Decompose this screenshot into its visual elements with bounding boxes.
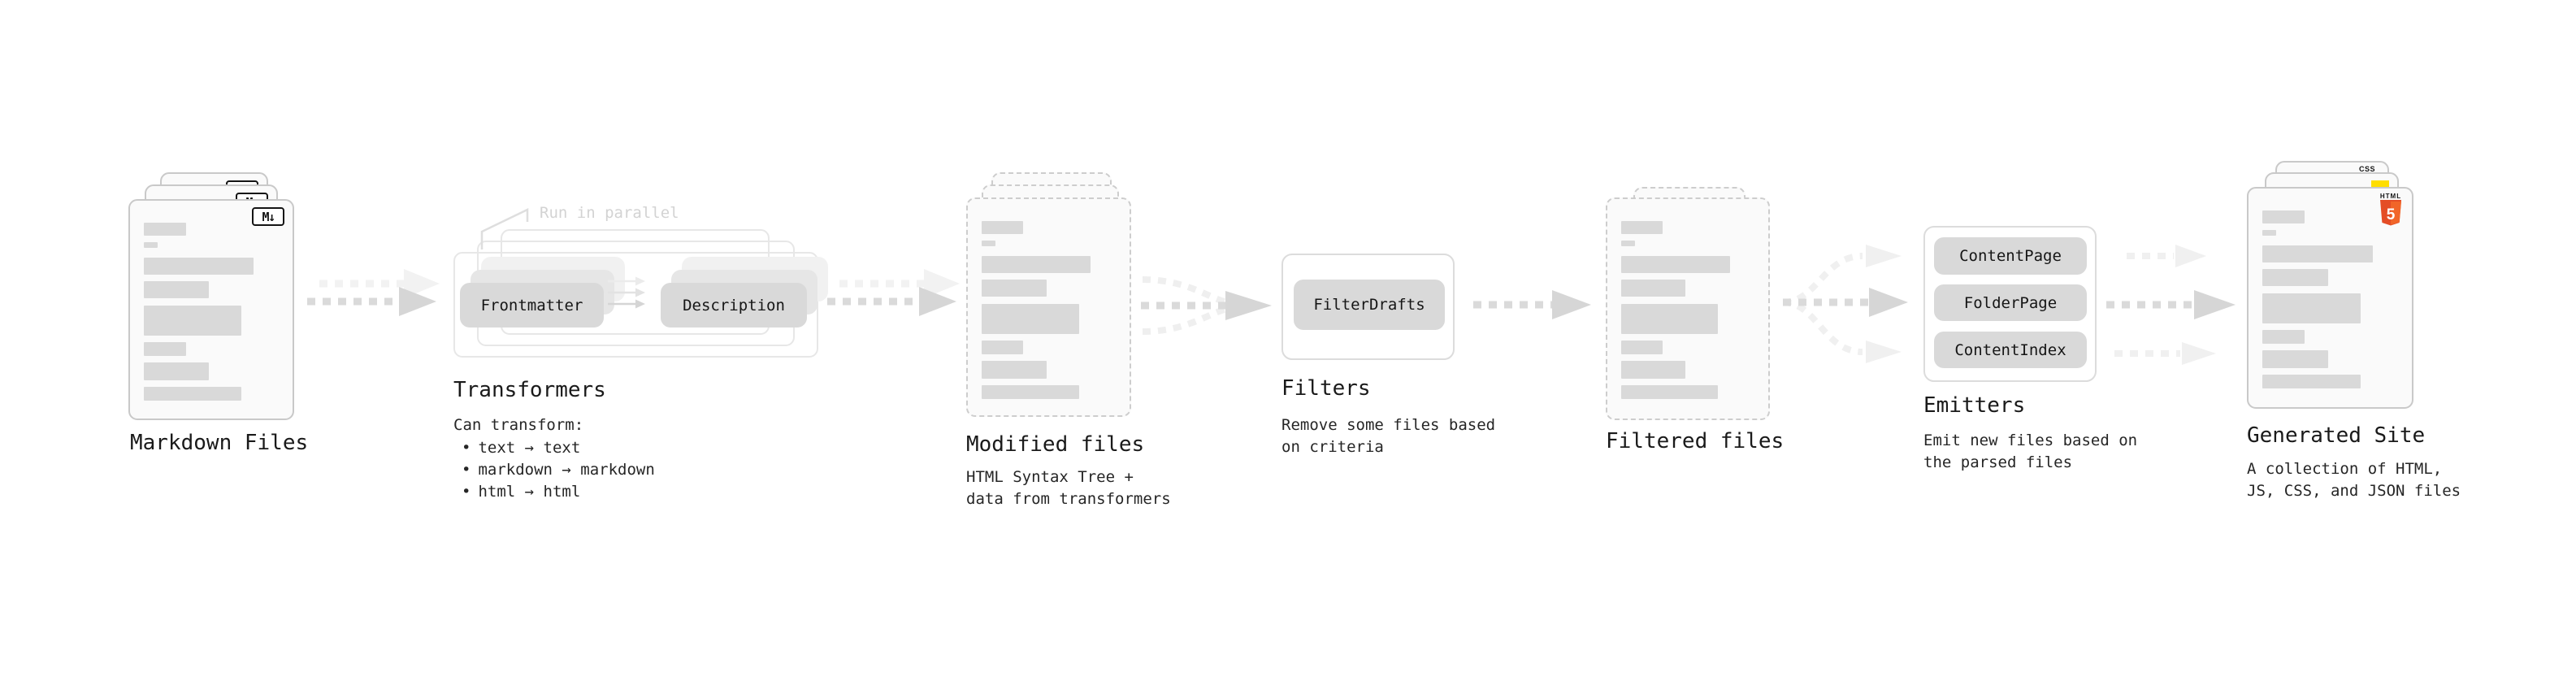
filters-subtitle: on criteria	[1281, 438, 1384, 456]
run-in-parallel-annotation: Run in parallel	[540, 204, 679, 222]
bullet-text: text → text	[478, 439, 581, 457]
transform-bullet-item: • html → html	[462, 481, 580, 503]
placeholder-bar	[2262, 330, 2305, 344]
markdown-icon: M↓	[252, 207, 284, 226]
bullet-text: html → html	[478, 483, 581, 501]
placeholder-bar	[1621, 340, 1663, 354]
placeholder-bar	[982, 340, 1024, 354]
placeholder-bar	[982, 304, 1079, 334]
generated-site-label: Generated Site	[2247, 423, 2426, 448]
placeholder-bar	[982, 385, 1079, 399]
flow-arrow-filters-to-filtered	[1473, 290, 1591, 319]
modified-file-card-front	[966, 197, 1131, 417]
placeholder-bar	[2262, 350, 2328, 368]
generated-site-subtitle: A collection of HTML,	[2247, 460, 2443, 478]
html5-number: 5	[2387, 206, 2396, 223]
filters-subtitle: Remove some files based	[1281, 416, 1496, 434]
file-content-placeholder	[2262, 210, 2399, 388]
markdown-file-card-front: M↓	[128, 199, 294, 420]
placeholder-bar	[2262, 293, 2361, 323]
emitters-title: Emitters	[1923, 393, 2026, 418]
placeholder-bar	[982, 221, 1024, 234]
css-icon-text: CSS	[2358, 165, 2375, 173]
flow-arrow-filtered-to-emitters	[1782, 245, 1908, 363]
filters-title: Filters	[1281, 376, 1371, 401]
placeholder-bar	[1621, 221, 1663, 234]
annotation-bracket	[480, 208, 529, 249]
flow-arrow-transformers-to-modified	[827, 269, 960, 316]
placeholder-bar	[982, 256, 1091, 273]
markdown-files-label: Markdown Files	[130, 431, 309, 455]
emitters-subtitle: the parsed files	[1923, 453, 2073, 471]
filterdrafts-node: FilterDrafts	[1294, 280, 1445, 330]
placeholder-bar	[144, 306, 242, 336]
placeholder-bar	[2262, 269, 2328, 286]
description-node: Description	[661, 283, 807, 327]
modified-files-label: Modified files	[966, 432, 1145, 457]
folderpage-node: FolderPage	[1934, 284, 2087, 321]
placeholder-bar	[982, 361, 1047, 379]
filtered-files-label: Filtered files	[1606, 429, 1785, 453]
placeholder-bar	[1621, 280, 1686, 297]
placeholder-bar	[1621, 304, 1718, 334]
placeholder-bar	[1621, 385, 1718, 399]
filtered-file-card-front	[1606, 197, 1770, 420]
placeholder-bar	[1621, 241, 1635, 246]
modified-files-subtitle: data from transformers	[966, 490, 1171, 508]
html5-icon-text: HTML	[2379, 193, 2402, 200]
placeholder-bar	[2262, 245, 2374, 262]
bullet-icon: •	[462, 483, 471, 501]
transformers-title: Transformers	[453, 378, 606, 402]
bullet-icon: •	[462, 461, 471, 479]
placeholder-bar	[144, 242, 158, 248]
placeholder-bar	[2262, 375, 2361, 388]
transformers-subtitle-heading: Can transform:	[453, 416, 584, 434]
bullet-text: markdown → markdown	[478, 461, 655, 479]
placeholder-bar	[1621, 256, 1730, 273]
file-content-placeholder	[982, 221, 1117, 399]
bullet-icon: •	[462, 439, 471, 457]
contentpage-node: ContentPage	[1934, 237, 2087, 275]
flow-arrow-markdown-to-transformers	[307, 269, 440, 316]
html5-shield-icon: 5	[2380, 200, 2401, 226]
placeholder-bar	[144, 342, 186, 356]
parallel-transform-arrows-icon	[608, 276, 645, 309]
file-content-placeholder	[1621, 221, 1755, 399]
transformer-group-outline-front	[453, 252, 818, 358]
markdown-icon-text: M↓	[262, 209, 275, 224]
placeholder-bar	[144, 387, 242, 401]
emitters-subtitle: Emit new files based on	[1923, 432, 2138, 449]
transform-bullet-item: • text → text	[462, 437, 580, 459]
frontmatter-node: Frontmatter	[460, 283, 604, 327]
placeholder-bar	[1621, 361, 1686, 379]
flow-arrow-modified-to-filters	[1141, 276, 1272, 335]
placeholder-bar	[2262, 230, 2276, 236]
placeholder-bar	[982, 241, 995, 246]
file-content-placeholder	[144, 223, 280, 401]
transform-bullet-item: • markdown → markdown	[462, 459, 655, 481]
placeholder-bar	[2262, 210, 2305, 223]
contentindex-node: ContentIndex	[1934, 332, 2087, 368]
generated-file-card-html: HTML 5	[2247, 187, 2413, 409]
modified-files-subtitle: HTML Syntax Tree +	[966, 468, 1134, 486]
html5-icon: HTML 5	[2379, 193, 2402, 227]
placeholder-bar	[144, 362, 210, 380]
flow-arrow-emitters-to-site	[2106, 245, 2236, 365]
generated-site-subtitle: JS, CSS, and JSON files	[2247, 482, 2461, 500]
placeholder-bar	[982, 280, 1047, 297]
placeholder-bar	[144, 223, 186, 236]
placeholder-bar	[144, 258, 254, 275]
placeholder-bar	[144, 281, 210, 298]
